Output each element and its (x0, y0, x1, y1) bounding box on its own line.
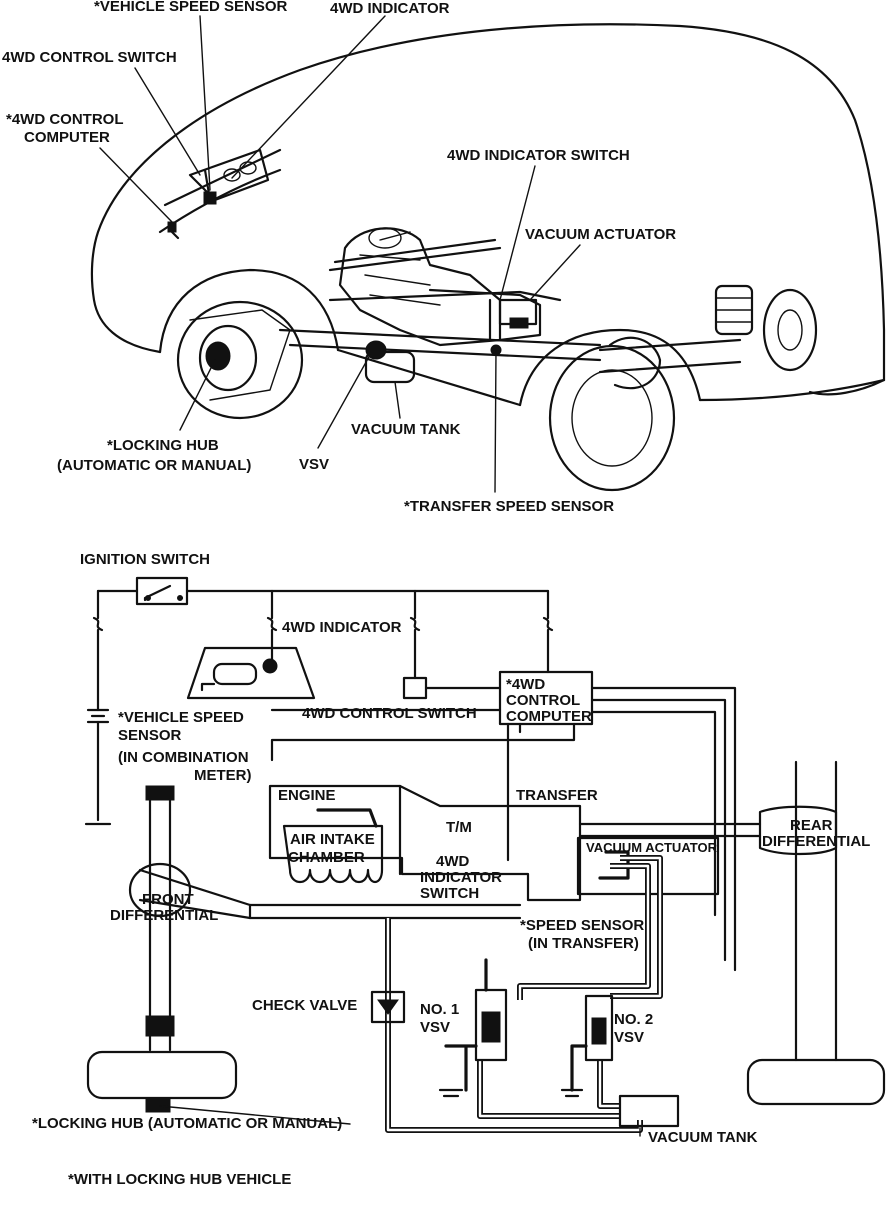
label-computer-3: COMPUTER (506, 708, 592, 725)
label-4wd-control-switch: 4WD CONTROL SWITCH (2, 49, 177, 66)
vsv-part (365, 340, 387, 360)
vsv-no2 (584, 994, 614, 1062)
label-vacuum-tank-b: VACUUM TANK (648, 1129, 758, 1146)
4wd-control-computer-box (498, 670, 594, 726)
label-tm: T/M (446, 819, 472, 836)
bottom-leader-lines (159, 1105, 641, 1137)
label-vacuum-actuator: VACUUM ACTUATOR (525, 226, 676, 243)
label-locking-hub-2: (AUTOMATIC OR MANUAL) (57, 457, 251, 474)
footnote: *WITH LOCKING HUB VEHICLE (68, 1171, 291, 1188)
label-computer-2: CONTROL (506, 692, 580, 709)
front-wheel-schematic (86, 1050, 238, 1100)
label-computer-1: *4WD (506, 676, 545, 693)
label-front-diff-1: FRONT (142, 891, 194, 908)
vacuum-tank-schematic (618, 1094, 680, 1128)
label-transfer-speed-sensor: *TRANSFER SPEED SENSOR (404, 498, 614, 515)
air-intake-chamber (282, 824, 384, 884)
label-locking-hub-b: *LOCKING HUB (AUTOMATIC OR MANUAL) (32, 1115, 342, 1132)
lower-body-line (336, 348, 886, 407)
label-vsv2-1: NO. 2 (614, 1011, 653, 1028)
top-leader-lines (99, 15, 581, 493)
label-speed-sensor-1: *SPEED SENSOR (520, 917, 644, 934)
label-vss-2: SENSOR (118, 727, 182, 744)
label-front-diff-2: DIFFERENTIAL (110, 907, 218, 924)
label-locking-hub-1: *LOCKING HUB (107, 437, 219, 454)
label-vsv1-1: NO. 1 (420, 1001, 459, 1018)
label-vsv2-2: VSV (614, 1029, 644, 1046)
4wd-control-switch-box (402, 676, 428, 700)
vehicle-illustration (90, 23, 886, 492)
rear-wheel-arch (518, 328, 702, 407)
label-air-intake-2: CHAMBER (288, 849, 365, 866)
combination-meter (186, 646, 316, 700)
label-vsv: VSV (299, 456, 329, 473)
label-transfer: TRANSFER (516, 787, 598, 804)
label-indicator-switch-3: SWITCH (420, 885, 479, 902)
frame-rails (278, 290, 602, 362)
front-wheel-arch (158, 268, 340, 354)
label-rear-diff-1: REAR (790, 817, 833, 834)
label-rear-diff-2: DIFFERENTIAL (762, 833, 870, 850)
label-vehicle-speed-sensor: *VEHICLE SPEED SENSOR (94, 0, 288, 15)
label-4wd-indicator-b: 4WD INDICATOR (282, 619, 402, 636)
label-vacuum-tank: VACUUM TANK (351, 421, 461, 438)
rear-wheel (548, 344, 676, 492)
label-4wd-control-switch-b: 4WD CONTROL SWITCH (302, 705, 477, 722)
label-4wd-indicator: 4WD INDICATOR (330, 0, 450, 17)
front-wheel (176, 300, 304, 420)
front-hub-outer (198, 324, 258, 392)
label-vss-3: (IN COMBINATION (118, 749, 249, 766)
front-axle-schematic (148, 798, 172, 1052)
label-4wd-indicator-switch: 4WD INDICATOR SWITCH (447, 147, 630, 164)
label-vsv1-2: VSV (420, 1019, 450, 1036)
check-valve (370, 990, 406, 1024)
label-engine: ENGINE (278, 787, 336, 804)
label-vacuum-actuator-b: VACUUM ACTUATOR (586, 840, 718, 855)
label-indicator-switch-1: 4WD (436, 853, 470, 870)
transmission (428, 288, 542, 342)
engine-block-schematic (268, 784, 582, 902)
rear-wheel-schematic (746, 1058, 886, 1106)
label-vss-4: METER) (194, 767, 252, 784)
label-ignition-switch: IGNITION SWITCH (80, 551, 210, 568)
vacuum-tank-part (364, 350, 416, 384)
vsv-no1 (474, 988, 508, 1062)
rear-axle (598, 336, 742, 390)
label-indicator-switch-2: INDICATOR (420, 869, 502, 886)
label-vss-1: *VEHICLE SPEED (118, 709, 244, 726)
engine-block (338, 227, 502, 347)
label-air-intake-1: AIR INTAKE (290, 831, 375, 848)
label-speed-sensor-2: (IN TRANSFER) (528, 935, 639, 952)
front-hub-inner (205, 341, 231, 371)
label-4wd-control-computer-1: *4WD CONTROL (6, 111, 124, 128)
label-4wd-control-computer-2: COMPUTER (24, 129, 110, 146)
label-check-valve: CHECK VALVE (252, 997, 357, 1014)
wiring-schematic (84, 576, 886, 1133)
